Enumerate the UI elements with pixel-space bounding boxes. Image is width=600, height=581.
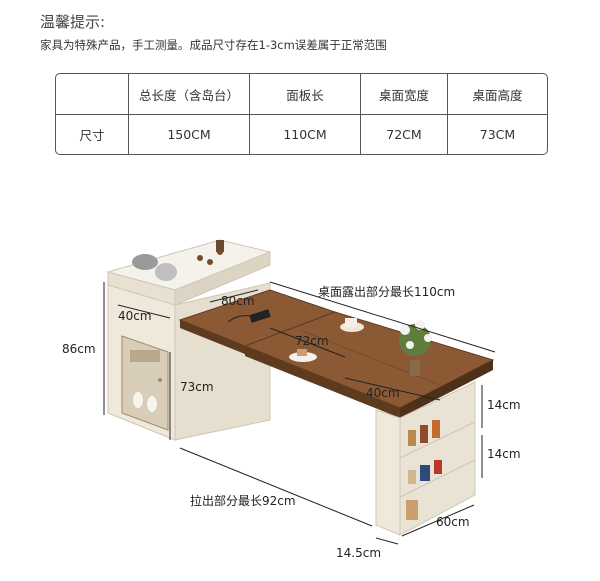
notice-text: 家具为特殊产品，手工测量。成品尺寸存在1-3cm误差属于正常范围	[40, 38, 387, 52]
dim-table-40: 40cm	[366, 386, 400, 400]
pull-out-panel	[178, 289, 337, 354]
cake-plate-icon	[289, 352, 317, 362]
dim-leg-depth: 60cm	[436, 515, 470, 529]
dim-total-height: 86cm	[62, 342, 96, 356]
dim-desk-height: 73cm	[180, 380, 214, 394]
table-cell: 110CM	[250, 115, 361, 154]
notice-title: 温馨提示:	[40, 13, 106, 31]
table-header-cell: 总长度（含岛台）	[129, 74, 250, 115]
dim-shelf-upper: 14cm	[487, 398, 521, 412]
table-header-cell	[56, 74, 129, 115]
table-header-cell: 桌面高度	[448, 74, 547, 115]
table-cell: 72CM	[361, 115, 448, 154]
charging-pad-icon	[249, 309, 271, 323]
dimension-lines	[103, 281, 496, 545]
kettle-icon	[155, 263, 177, 281]
table-header-cell: 桌面宽度	[361, 74, 448, 115]
kettle-icon	[132, 254, 158, 270]
dim-panel-80: 80cm	[221, 294, 255, 308]
dim-shelf-lower: 14cm	[487, 447, 521, 461]
table-row: 尺寸 150CM 110CM 72CM 73CM	[56, 115, 547, 154]
table-header-row: 总长度（含岛台） 面板长 桌面宽度 桌面高度	[56, 74, 547, 115]
size-table: 总长度（含岛台） 面板长 桌面宽度 桌面高度 尺寸 150CM 110CM 72…	[55, 73, 548, 155]
dim-pull-out: 拉出部分最长92cm	[190, 493, 296, 508]
dim-top-exposed: 桌面露出部分最长110cm	[318, 284, 455, 299]
table-cell: 150CM	[129, 115, 250, 154]
flower-plant-icon	[399, 320, 432, 376]
desk-top	[243, 311, 495, 418]
table-header-cell: 面板长	[250, 74, 361, 115]
table-cell: 73CM	[479, 127, 516, 142]
shelf-leg	[375, 381, 476, 536]
dim-cabinet-depth: 40cm	[118, 309, 152, 323]
table-cell: 尺寸	[56, 115, 129, 154]
dim-leg-width: 14.5cm	[336, 546, 381, 560]
dim-panel-72: 72cm	[295, 334, 329, 348]
